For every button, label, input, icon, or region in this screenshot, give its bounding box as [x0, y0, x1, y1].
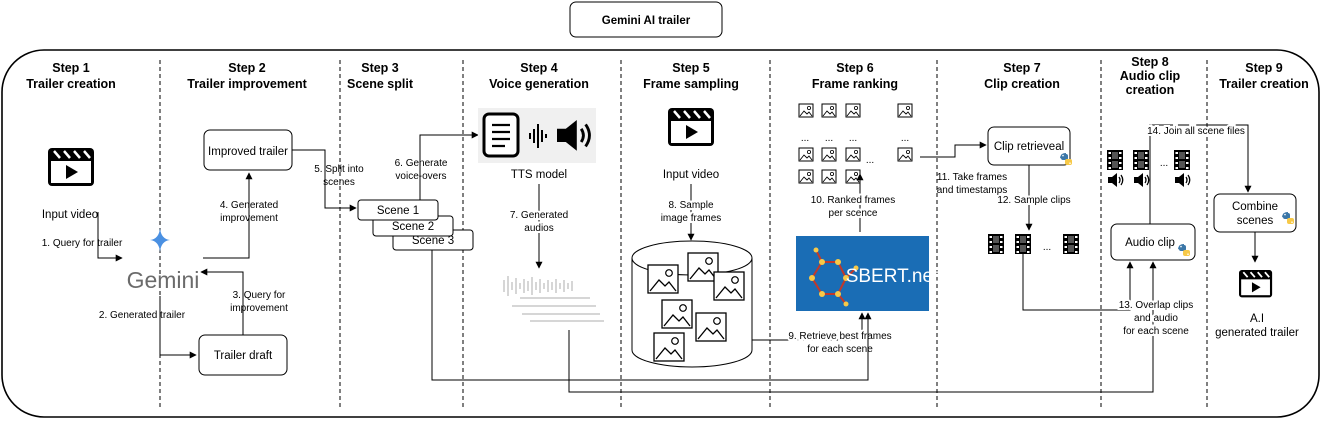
edge-5-label-2: scenes: [323, 177, 355, 188]
edge-10-label-1: 10. Ranked frames: [811, 195, 896, 206]
edge-9-label-2: for each scene: [807, 344, 873, 355]
outer-frame: [1, 49, 1320, 418]
input-video-label: Input video: [42, 209, 98, 221]
gemini-star-icon: [150, 228, 170, 252]
edge-5-label-1: 5. Split into: [314, 164, 364, 175]
edge-13-line: [1022, 254, 1134, 311]
step-2-name: Trailer improvement: [187, 77, 307, 91]
edge-14-line: [1149, 124, 1252, 224]
edge-4-line: [203, 172, 253, 259]
edge-13-label-2: and audio: [1134, 313, 1178, 324]
step-9-name: Trailer creation: [1219, 77, 1309, 91]
step-4-num: Step 4: [520, 61, 558, 75]
input-video-icon-2: [666, 106, 716, 148]
waveform-icon: [529, 124, 547, 148]
edge-2-line: [159, 296, 197, 359]
final-trailer-icon: [1238, 269, 1274, 299]
diagram-title: Gemini AI trailer: [602, 15, 691, 27]
combine-scenes-label-2: scenes: [1237, 215, 1274, 227]
edge-9-line: [752, 312, 866, 341]
step-7-name: Clip creation: [984, 77, 1060, 91]
edge-1-label: 1. Query for trailer: [42, 238, 123, 249]
edge-3-label-2: improvement: [230, 303, 288, 314]
combine-scenes-label-1: Combine: [1232, 201, 1278, 213]
step-1-name: Trailer creation: [26, 77, 116, 91]
sampled-clips: ...: [988, 234, 1079, 254]
input-video-icon: [46, 146, 96, 188]
clip-retrieval-label: Clip retrieveal: [994, 141, 1064, 153]
frame-database-cylinder: [631, 240, 753, 368]
step-8-name-2: creation: [1126, 83, 1175, 97]
edge-3-label-1: 3. Query for: [233, 290, 286, 301]
svg-text:...: ...: [1160, 158, 1168, 169]
edge-5-line: [292, 149, 357, 212]
edge-3-line: [200, 268, 244, 335]
document-icon: [482, 112, 520, 158]
svg-text:...: ...: [849, 133, 857, 144]
edge-11-line: [920, 141, 987, 158]
gemini-logo: Gemini: [127, 267, 200, 293]
improved-trailer-label: Improved trailer: [208, 146, 288, 158]
svg-text:...: ...: [825, 133, 833, 144]
svg-text:...: ...: [866, 155, 874, 166]
step-5-name: Frame sampling: [643, 77, 739, 91]
final-trailer-label-2: generated trailer: [1215, 327, 1299, 339]
edge-7-label-1: 7. Generated: [510, 210, 568, 221]
sbert-label: SBERT.net: [846, 266, 939, 287]
scene-1-label: Scene 1: [377, 205, 419, 217]
sbert-logo: SBERT.net: [796, 236, 939, 311]
svg-text:...: ...: [1043, 242, 1051, 253]
step-8-name: Audio clip: [1120, 69, 1181, 83]
step-3-num: Step 3: [361, 61, 399, 75]
step-3-name: Scene split: [347, 77, 414, 91]
audio-clip-label: Audio clip: [1125, 237, 1175, 249]
trailer-draft-label: Trailer draft: [214, 350, 273, 362]
scene-2-label: Scene 2: [392, 221, 434, 233]
step-6-name: Frame ranking: [812, 77, 898, 91]
scene-3-label: Scene 3: [412, 235, 454, 247]
edge-8-label-1: 8. Sample: [668, 200, 713, 211]
step-8-num: Step 8: [1131, 55, 1169, 69]
audio-clip-box: [1110, 223, 1196, 261]
edge-1-line: [97, 212, 123, 262]
edge-11-label-1: 11. Take frames: [937, 172, 1007, 183]
edge-9-label-1: 9. Retrieve best frames: [788, 331, 891, 342]
svg-text:...: ...: [901, 133, 909, 144]
edge-6-line: [419, 131, 479, 200]
scenes-to-sbert-line: [431, 250, 872, 381]
step-2-num: Step 2: [228, 61, 266, 75]
audio-clip-icons: ...: [1107, 150, 1191, 188]
step-9-num: Step 9: [1245, 61, 1283, 75]
edge-6-label-2: voice-overs: [395, 171, 446, 182]
svg-text:...: ...: [801, 133, 809, 144]
edge-4-label-1: 4. Generated: [220, 200, 278, 211]
title-box: Gemini AI trailer: [569, 1, 723, 38]
input-video-label-2: Input video: [663, 169, 719, 181]
audios-to-audio-clip-line: [568, 261, 1157, 393]
tts-model-label: TTS model: [511, 169, 567, 181]
final-trailer-label-1: A.I: [1250, 313, 1264, 325]
edge-13-label-3: for each scene: [1123, 326, 1189, 337]
edge-8-label-2: image frames: [661, 213, 722, 224]
scene-stack: Scene 3 Scene 2 Scene 1: [357, 199, 474, 251]
step-7-num: Step 7: [1003, 61, 1041, 75]
step-1-num: Step 1: [52, 61, 90, 75]
ranked-frames-grid: ... ... ... ... ...: [798, 103, 913, 184]
edge-14-label: 14. Join all scene files: [1147, 126, 1245, 137]
edge-12-label: 12. Sample clips: [997, 195, 1070, 206]
speaker-icon: [557, 120, 591, 151]
generated-audio-waveforms: [503, 276, 604, 322]
step-5-num: Step 5: [672, 61, 710, 75]
edge-6-label-1: 6. Generate: [395, 158, 448, 169]
step-6-num: Step 6: [836, 61, 874, 75]
step-headers: Step 1 Trailer creation Step 2 Trailer i…: [26, 55, 1309, 97]
edge-10-label-2: per scence: [829, 208, 878, 219]
edge-7-label-2: audios: [524, 223, 553, 234]
edge-13-label-1: 13. Overlap clips: [1119, 300, 1193, 311]
edge-2-label: 2. Generated trailer: [99, 310, 186, 321]
edge-11-label-2: and timestamps: [937, 185, 1008, 196]
edge-4-label-2: improvement: [220, 213, 278, 224]
step-4-name: Voice generation: [489, 77, 589, 91]
